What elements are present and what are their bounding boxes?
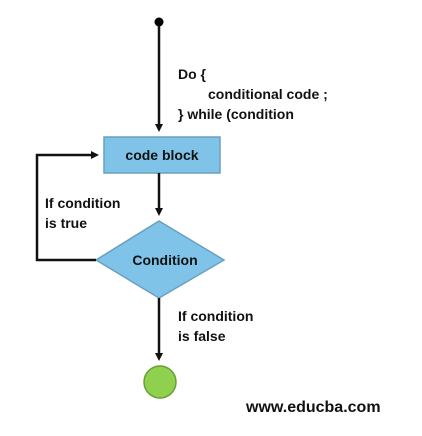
end-node (143, 365, 177, 399)
condition-label: Condition (132, 252, 198, 268)
true-branch-label: If condition is true (45, 193, 120, 233)
code-block-label: code block (125, 147, 199, 163)
false-branch-label-line-1: If condition (178, 308, 254, 324)
watermark: www.educba.com (246, 399, 381, 416)
code-line-3: } while (condition (178, 106, 294, 122)
true-branch-label-line-1: If condition (45, 195, 121, 211)
code-line-1: Do { (178, 66, 206, 82)
do-while-code-snippet: Do { conditional code ; } while (conditi… (178, 64, 328, 124)
arrow-loop-true (35, 151, 99, 262)
code-block-node (103, 136, 221, 174)
true-branch-label-line-2: is true (45, 215, 88, 231)
false-branch-label-line-2: is false (178, 328, 226, 344)
false-branch-label: If condition is false (178, 306, 253, 346)
start-node (154, 17, 164, 27)
code-line-2: conditional code ; (208, 86, 328, 102)
